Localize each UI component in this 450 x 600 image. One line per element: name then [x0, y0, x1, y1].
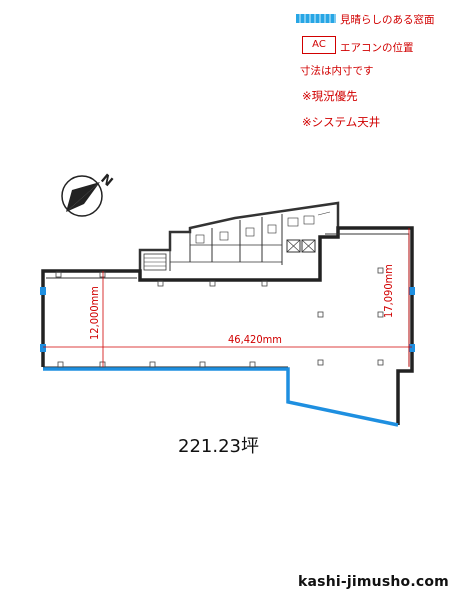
dimension-lines — [43, 228, 412, 367]
width-dimension-label: 46,420mm — [228, 333, 282, 346]
window-legend-label: 見晴らしのある窓面 — [340, 14, 435, 26]
view-window-west-1 — [40, 287, 46, 295]
system-ceiling-note: ※システム天井 — [302, 115, 381, 129]
office-outer-wall — [41, 226, 414, 425]
view-window-east-1 — [409, 287, 415, 295]
view-window-east-2 — [409, 344, 415, 352]
left-depth-dimension-label: 12,000mm — [88, 286, 101, 340]
inner-dimension-note: 寸法は内寸です — [300, 65, 374, 77]
core-area — [138, 201, 340, 271]
ac-legend-label: エアコンの位置 — [340, 42, 414, 54]
column-marks — [55, 267, 384, 368]
ac-legend-box: AC — [302, 36, 336, 54]
view-window-west-2 — [40, 344, 46, 352]
right-depth-dimension-label: 17,090mm — [382, 264, 395, 318]
window-legend-swatch — [296, 14, 336, 23]
current-condition-note: ※現況優先 — [302, 89, 358, 103]
site-name: kashi-jimusho.com — [298, 574, 449, 590]
north-compass-icon — [61, 175, 103, 217]
view-window-south — [43, 367, 399, 427]
floor-area: 221.23坪 — [178, 436, 259, 457]
